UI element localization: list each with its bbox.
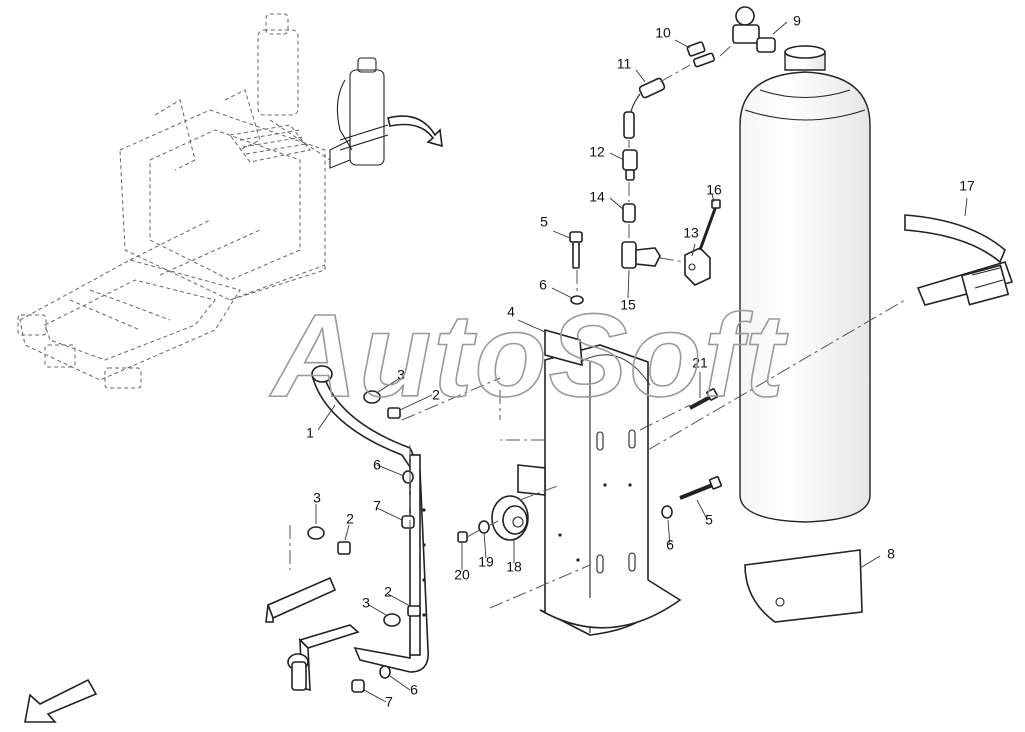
callout-14: 14 — [589, 189, 605, 205]
callout-3: 3 — [313, 490, 321, 506]
detail-zoom-arrow-icon — [387, 115, 443, 148]
watermark: AutoSoft — [269, 290, 789, 422]
callout-9: 9 — [793, 13, 801, 29]
callout-16: 16 — [706, 182, 722, 198]
callout-12: 12 — [589, 144, 605, 160]
callout-11: 11 — [617, 56, 632, 72]
callout-19: 19 — [478, 554, 494, 570]
extinguisher-cylinder — [739, 45, 871, 523]
callout-13: 13 — [683, 225, 699, 241]
callout-1: 1 — [306, 425, 314, 441]
callout-labels: 1 2 2 2 3 3 3 4 5 5 6 6 6 6 7 7 8 9 10 1… — [306, 13, 975, 710]
bolt-top — [569, 231, 584, 305]
alignment-lines — [289, 299, 906, 609]
valve-and-hose — [621, 6, 776, 286]
front-direction-arrow-icon — [24, 678, 98, 723]
callout-8: 8 — [887, 546, 895, 562]
callout-17: 17 — [959, 178, 975, 194]
bolt-21 — [689, 388, 719, 410]
callout-3: 3 — [397, 367, 405, 383]
hose-reel — [457, 495, 529, 543]
machine-overview — [17, 13, 389, 389]
callout-2: 2 — [384, 584, 392, 600]
callout-18: 18 — [506, 559, 522, 575]
hardware-set — [307, 390, 421, 693]
callout-6: 6 — [373, 457, 381, 473]
callout-6: 6 — [539, 277, 547, 293]
callout-5: 5 — [705, 512, 713, 528]
callout-leaders — [315, 21, 968, 703]
callout-7: 7 — [385, 694, 393, 710]
callout-4: 4 — [507, 304, 515, 320]
callout-2: 2 — [346, 511, 354, 527]
base-plate — [744, 549, 863, 623]
cylinder-strap — [904, 214, 1014, 306]
frame-bracket — [265, 365, 429, 692]
support-column — [517, 328, 682, 636]
callout-6: 6 — [666, 537, 674, 553]
callout-2: 2 — [432, 387, 440, 403]
callout-15: 15 — [620, 297, 636, 313]
callout-21: 21 — [692, 355, 708, 371]
callout-3: 3 — [362, 595, 370, 611]
callout-20: 20 — [454, 567, 470, 583]
callout-5: 5 — [540, 214, 548, 230]
callout-7: 7 — [373, 498, 381, 514]
bolt-right — [661, 475, 723, 519]
callout-6: 6 — [410, 682, 418, 698]
callout-10: 10 — [655, 25, 671, 41]
